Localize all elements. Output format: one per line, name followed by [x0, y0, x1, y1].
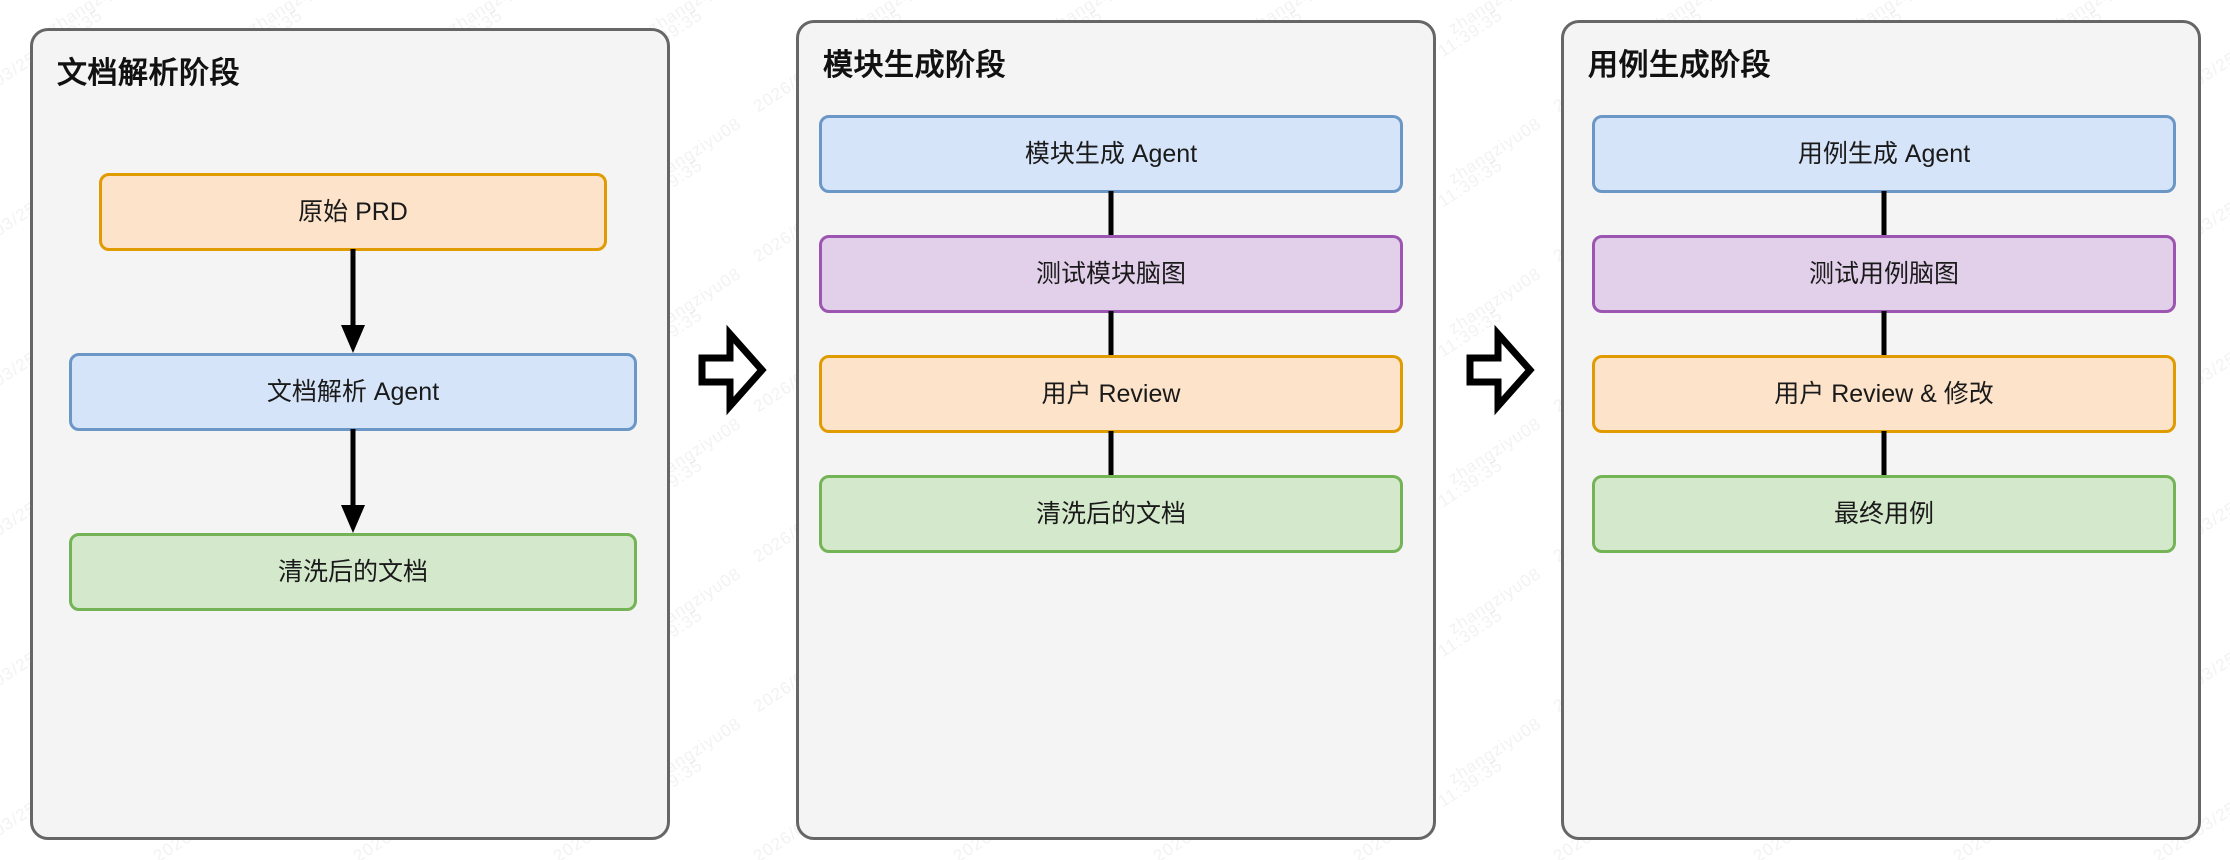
node-cleaned-document-stage2[interactable]: 清洗后的文档	[819, 475, 1403, 553]
node-original-prd[interactable]: 原始 PRD	[99, 173, 607, 251]
block-arrow-right-icon-1	[698, 324, 767, 416]
node-module-generation-agent[interactable]: 模块生成 Agent	[819, 115, 1403, 193]
stage-panel-case-generation: 用例生成阶段 用例生成 Agent 测试用例脑图 用户 Review & 修改 …	[1561, 20, 2201, 840]
node-user-review-and-edit[interactable]: 用户 Review & 修改	[1592, 355, 2176, 433]
connector-parse-agent-to-cleaned-doc	[341, 429, 365, 533]
node-test-case-mindmap[interactable]: 测试用例脑图	[1592, 235, 2176, 313]
panel-title-module-generation: 模块生成阶段	[823, 49, 1006, 82]
node-document-parsing-agent[interactable]: 文档解析 Agent	[69, 353, 637, 431]
stage-panel-module-generation: 模块生成阶段 模块生成 Agent 测试模块脑图 用户 Review 清洗后的文…	[796, 20, 1436, 840]
connector-prd-to-parse-agent	[341, 249, 365, 353]
node-case-generation-agent[interactable]: 用例生成 Agent	[1592, 115, 2176, 193]
stage-panel-document-parsing: 文档解析阶段 原始 PRD 文档解析 Agent 清洗后的文档	[30, 28, 670, 840]
node-user-review[interactable]: 用户 Review	[819, 355, 1403, 433]
block-arrow-right-icon-2	[1466, 324, 1535, 416]
panel-title-document-parsing: 文档解析阶段	[57, 57, 240, 90]
node-test-module-mindmap[interactable]: 测试模块脑图	[819, 235, 1403, 313]
node-final-cases[interactable]: 最终用例	[1592, 475, 2176, 553]
panel-title-case-generation: 用例生成阶段	[1588, 49, 1771, 82]
node-cleaned-document-stage1[interactable]: 清洗后的文档	[69, 533, 637, 611]
